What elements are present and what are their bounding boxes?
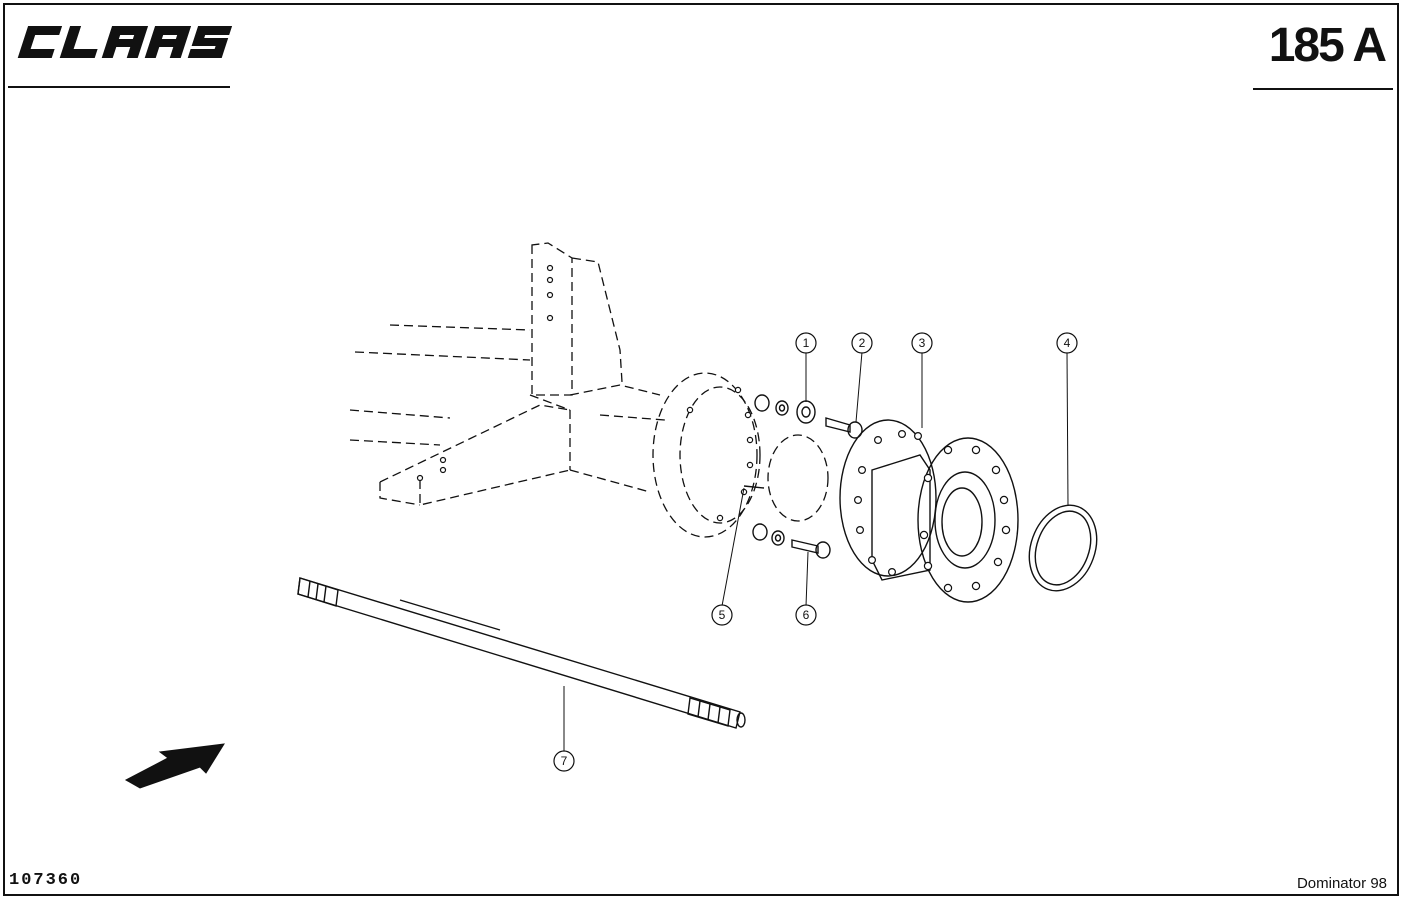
- lower-fasteners: [752, 523, 831, 559]
- drawing-frame: [3, 3, 1399, 896]
- callout-7: 7: [553, 750, 575, 772]
- leader-lines: [563, 351, 1069, 752]
- direction-arrow: [124, 743, 225, 789]
- callout-6: 6: [795, 604, 817, 626]
- upper-fasteners: [754, 394, 863, 439]
- dowel-pin: [743, 485, 765, 489]
- callout-1: 1: [795, 332, 817, 354]
- seal-ring: [1028, 504, 1098, 592]
- callout-6-label: 6: [803, 608, 810, 622]
- callout-3: 3: [911, 332, 933, 354]
- callout-4-label: 4: [1064, 336, 1071, 350]
- model-name: Dominator 98: [1296, 875, 1387, 892]
- header-rule-left: [8, 86, 230, 88]
- callout-1-label: 1: [803, 336, 810, 350]
- callout-2: 2: [851, 332, 873, 354]
- chassis-phantom: [349, 242, 666, 506]
- claas-logo: [17, 26, 233, 58]
- gasket-phantom: [767, 434, 829, 522]
- hub-housing: [839, 419, 1019, 603]
- mounting-flange-phantom: [652, 372, 761, 538]
- callout-3-label: 3: [919, 336, 926, 350]
- callout-4: 4: [1056, 332, 1078, 354]
- callout-7-label: 7: [561, 754, 568, 768]
- callout-2-label: 2: [859, 336, 866, 350]
- header-rule-right: [1253, 88, 1393, 90]
- drawing-number: 107360: [9, 871, 83, 890]
- callout-5-label: 5: [719, 608, 726, 622]
- page-number: 185 A: [1268, 19, 1387, 72]
- drive-shaft: [297, 577, 746, 729]
- callout-5: 5: [711, 604, 733, 626]
